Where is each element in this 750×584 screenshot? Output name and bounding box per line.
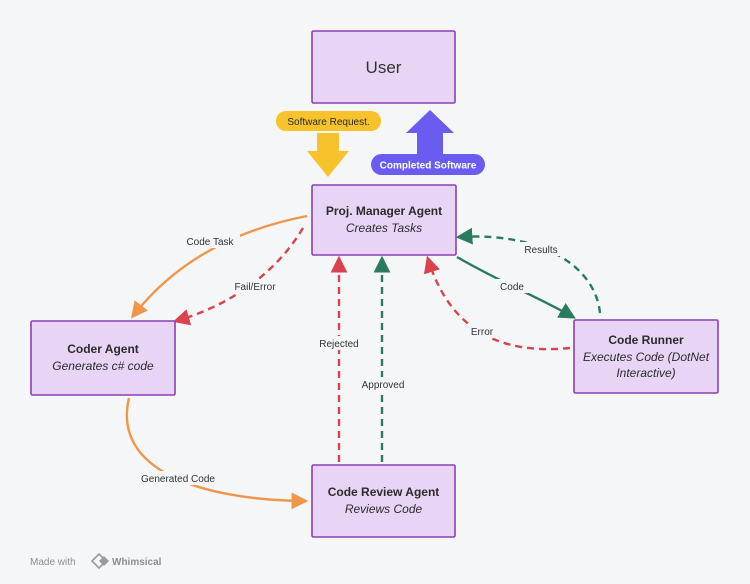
label-rejected: Rejected <box>319 339 358 350</box>
edge-fail-error <box>172 227 305 326</box>
label-fail-error: Fail/Error <box>234 282 276 293</box>
label-generated-code: Generated Code <box>141 474 215 485</box>
completed-software-label: Completed Software <box>380 161 477 172</box>
node-pm-title: Proj. Manager Agent <box>326 204 442 218</box>
footer-brand: Whimsical <box>112 557 162 568</box>
node-code-runner: Code Runner Executes Code (DotNet Intera… <box>573 319 719 394</box>
footer: Made with Whimsical <box>30 552 162 570</box>
node-review-title: Code Review Agent <box>328 485 440 499</box>
node-coder-subtitle: Generates c# code <box>52 359 154 373</box>
node-project-manager: Proj. Manager Agent Creates Tasks <box>311 184 457 256</box>
completed-software-pill <box>371 154 485 175</box>
label-code: Code <box>500 282 524 293</box>
label-code-task: Code Task <box>186 237 234 248</box>
software-request-label: Software Request. <box>287 117 369 128</box>
node-runner-subtitle-1: Executes Code (DotNet <box>583 350 710 364</box>
label-error: Error <box>471 327 494 338</box>
node-pm-subtitle: Creates Tasks <box>346 221 422 235</box>
node-user-title: User <box>366 58 402 77</box>
node-review-subtitle: Reviews Code <box>345 502 423 516</box>
whimsical-logo-icon <box>90 552 109 570</box>
edge-generated-code <box>125 397 309 510</box>
node-runner-title: Code Runner <box>608 333 684 347</box>
edge-code-task <box>130 214 308 319</box>
label-results: Results <box>524 245 557 256</box>
edge-error <box>423 255 571 351</box>
node-coder-title: Coder Agent <box>67 342 139 356</box>
request-arrow <box>307 133 349 177</box>
node-user: User <box>311 30 456 104</box>
label-approved: Approved <box>362 380 405 391</box>
software-request-pill <box>276 111 381 131</box>
footer-made-with: Made with <box>30 557 76 568</box>
node-runner-subtitle-2: Interactive) <box>616 366 675 380</box>
completed-arrow <box>406 110 454 156</box>
node-coder: Coder Agent Generates c# code <box>30 320 176 396</box>
node-code-review: Code Review Agent Reviews Code <box>311 464 456 538</box>
